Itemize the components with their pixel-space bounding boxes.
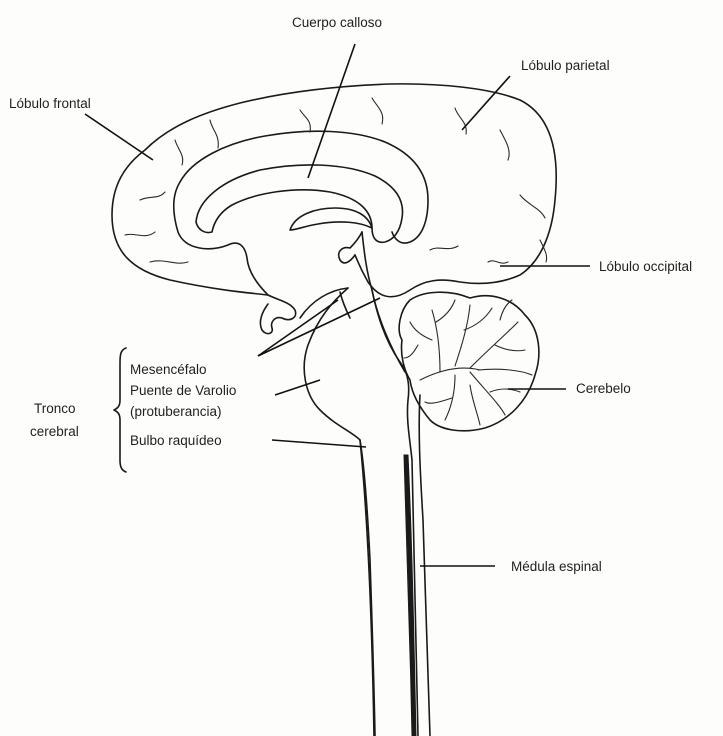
label-cerebelo: Cerebelo <box>576 381 631 396</box>
leader-cuerpo-calloso <box>308 44 355 178</box>
label-protuberancia: (protuberancia) <box>130 404 222 419</box>
occipital-sulcus-2 <box>488 261 508 263</box>
label-cerebral: cerebral <box>30 424 79 439</box>
leader-mesencefalo-2 <box>258 298 380 356</box>
label-mesencefalo: Mesencéfalo <box>130 362 207 377</box>
leader-lobulo-parietal <box>462 76 510 130</box>
label-lobulo-frontal: Lóbulo frontal <box>9 96 91 111</box>
leader-mesencefalo <box>258 300 338 356</box>
tronco-brace <box>114 348 126 472</box>
leader-lobulo-frontal <box>85 114 153 160</box>
inner-gyrus-outline <box>174 131 428 295</box>
label-tronco: Tronco <box>34 401 76 416</box>
label-lobulo-occipital: Lóbulo occipital <box>599 259 692 274</box>
cerebrum-outline <box>112 84 556 297</box>
spinal-cord-edge <box>360 440 374 736</box>
parietal-sulcus-1 <box>372 98 383 124</box>
occipital-sulcus-1 <box>430 246 458 250</box>
brainstem <box>304 288 375 736</box>
leader-bulbo-raquideo <box>272 440 366 447</box>
parietal-sulcus-2 <box>455 108 466 134</box>
label-cuerpo-calloso: Cuerpo calloso <box>292 15 382 30</box>
label-lobulo-parietal: Lóbulo parietal <box>521 58 610 73</box>
thalamus <box>339 232 362 263</box>
parietal-sulcus-5 <box>300 110 310 132</box>
arbor-vitae <box>404 300 532 425</box>
frontal-sulcus-4 <box>210 120 218 148</box>
frontal-sulcus-2 <box>125 232 155 236</box>
midbrain-right <box>362 232 405 372</box>
corpus-callosum <box>196 165 403 242</box>
label-puente-varolio: Puente de Varolio <box>130 383 236 398</box>
frontal-sulcus-1 <box>140 192 165 200</box>
frontal-sulcus-5 <box>150 261 188 263</box>
leader-puente-varolio <box>275 380 320 395</box>
parietal-sulcus-3 <box>500 130 509 160</box>
frontal-sulcus-3 <box>175 140 183 165</box>
label-bulbo-raquideo: Bulbo raquídeo <box>130 433 222 448</box>
pituitary-region <box>260 295 295 334</box>
fornix <box>290 208 372 230</box>
label-medula-espinal: Médula espinal <box>511 559 602 574</box>
parietal-sulcus-4 <box>520 195 545 218</box>
